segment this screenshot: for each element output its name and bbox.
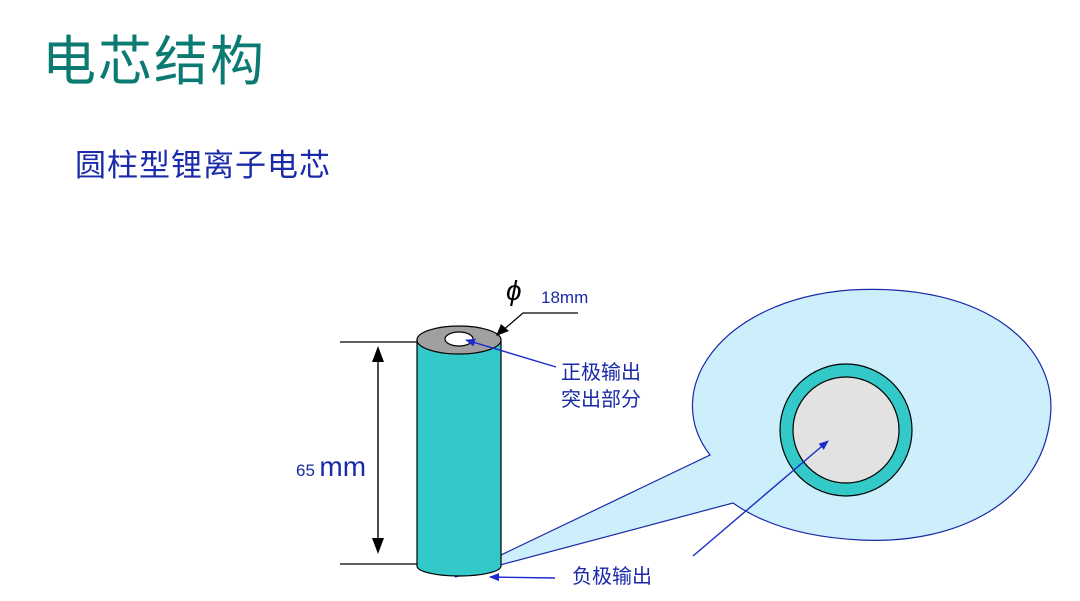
cell-body	[416, 339, 502, 577]
positive-terminal	[444, 331, 474, 347]
height-label: 65 mm	[296, 451, 366, 482]
diameter-arrowhead	[496, 324, 509, 336]
diameter-symbol: ϕ	[506, 275, 522, 306]
positive-label-line2: 突出部分	[561, 387, 641, 411]
negative-leader-zoom	[692, 440, 829, 557]
callout-bubble	[454, 288, 1052, 578]
negative-label: 负极输出	[572, 564, 652, 588]
height-label-number: 65	[296, 461, 315, 480]
positive-label-line1: 正极输出	[561, 360, 641, 384]
height-arrowhead-top	[372, 346, 384, 362]
diameter-leader	[500, 312, 578, 333]
negative-leader-cell	[489, 573, 556, 582]
height-arrowhead-bottom	[372, 538, 384, 554]
slide-subtitle: 圆柱型锂离子电芯	[75, 148, 331, 184]
height-label-unit: mm	[319, 451, 366, 482]
negative-terminal-disc	[792, 376, 900, 484]
positive-leader	[465, 338, 557, 368]
diameter-label: 18mm	[541, 288, 588, 307]
slide-title: 电芯结构	[42, 30, 266, 93]
